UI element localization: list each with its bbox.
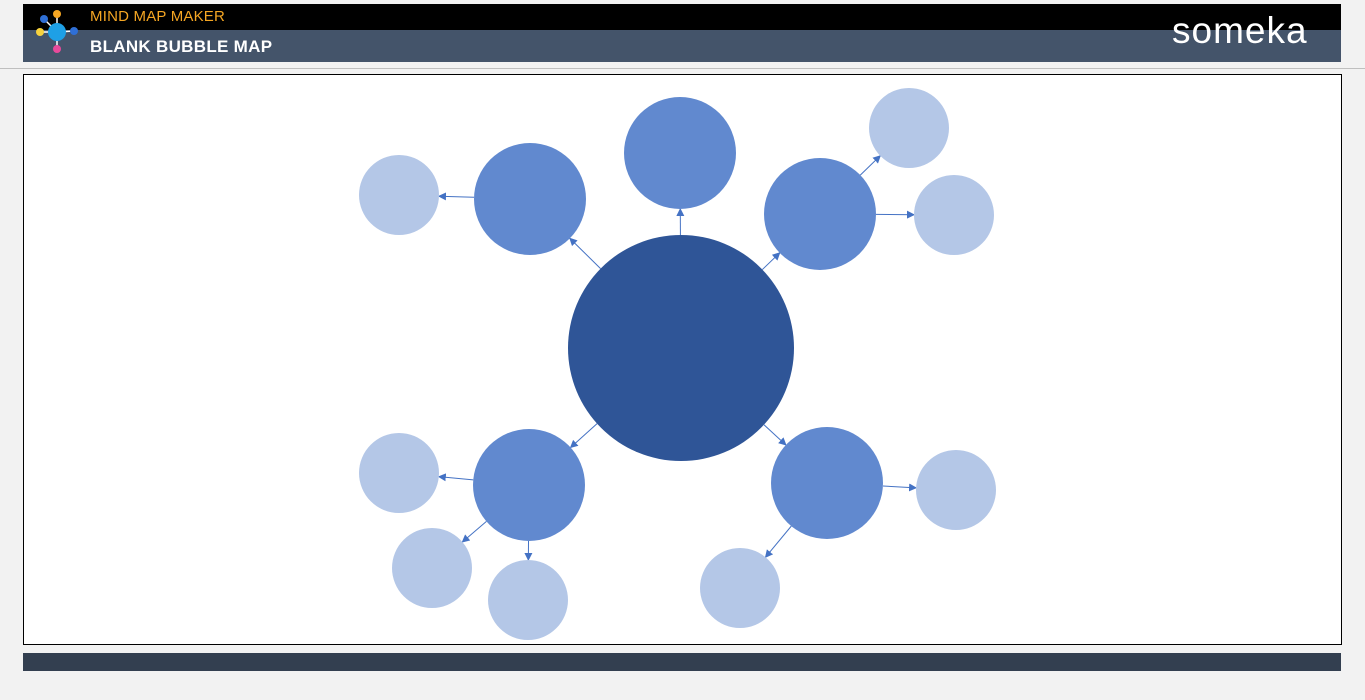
header-title-bar <box>23 30 1341 62</box>
connector-center-m5 <box>763 424 787 446</box>
sub-bubble-s8[interactable] <box>700 548 780 628</box>
brand-name: someka <box>1172 10 1308 51</box>
sub-bubble-s4[interactable] <box>359 433 439 513</box>
sub-bubble-s2[interactable] <box>869 88 949 168</box>
sub-bubble-s8-shape[interactable] <box>700 548 780 628</box>
sub-bubble-s7[interactable] <box>916 450 996 530</box>
sub-bubble-s5[interactable] <box>392 528 472 608</box>
sub-bubble-s6-shape[interactable] <box>488 560 568 640</box>
sub-bubble-s7-shape[interactable] <box>916 450 996 530</box>
diagram-canvas <box>23 74 1342 645</box>
main-bubble-m1[interactable] <box>474 143 586 255</box>
sub-bubble-s3-shape[interactable] <box>914 175 994 255</box>
bubbles <box>359 88 996 640</box>
main-bubble-m3-shape[interactable] <box>764 158 876 270</box>
main-bubble-m2-shape[interactable] <box>624 97 736 209</box>
connector-m4-s5 <box>461 521 487 543</box>
header-top-bar <box>23 4 1341 30</box>
sub-bubble-s5-shape[interactable] <box>392 528 472 608</box>
connector-m5-s7 <box>882 483 918 492</box>
bubble-map-diagram <box>359 88 996 640</box>
sub-bubble-s2-shape[interactable] <box>869 88 949 168</box>
connector-m5-s8 <box>764 525 792 558</box>
connector-m4-s4 <box>437 473 474 482</box>
app-name: MIND MAP MAKER <box>90 8 226 25</box>
center-bubble[interactable] <box>568 235 794 461</box>
sub-bubble-s4-shape[interactable] <box>359 433 439 513</box>
main-bubble-m5[interactable] <box>771 427 883 539</box>
main-bubble-m3[interactable] <box>764 158 876 270</box>
main-bubble-m1-shape[interactable] <box>474 143 586 255</box>
footer-bar <box>23 653 1341 671</box>
page-title: BLANK BUBBLE MAP <box>90 37 273 56</box>
mind-map-icon <box>36 10 78 53</box>
sub-bubble-s1[interactable] <box>359 155 439 235</box>
connector-center-m3 <box>762 252 781 270</box>
connector-center-m1 <box>569 237 601 269</box>
connector-center-m4 <box>569 423 598 449</box>
main-bubble-m2[interactable] <box>624 97 736 209</box>
connector-m1-s1 <box>437 192 475 201</box>
sub-bubble-s3[interactable] <box>914 175 994 255</box>
someka-logo[interactable]: someka <box>1170 8 1330 52</box>
main-bubble-m5-shape[interactable] <box>771 427 883 539</box>
header-divider <box>0 68 1365 69</box>
center-bubble-shape[interactable] <box>568 235 794 461</box>
connectors <box>437 155 918 562</box>
connector-m3-s2 <box>859 155 881 176</box>
main-bubble-m4-shape[interactable] <box>473 429 585 541</box>
main-bubble-m4[interactable] <box>473 429 585 541</box>
sub-bubble-s6[interactable] <box>488 560 568 640</box>
sub-bubble-s1-shape[interactable] <box>359 155 439 235</box>
